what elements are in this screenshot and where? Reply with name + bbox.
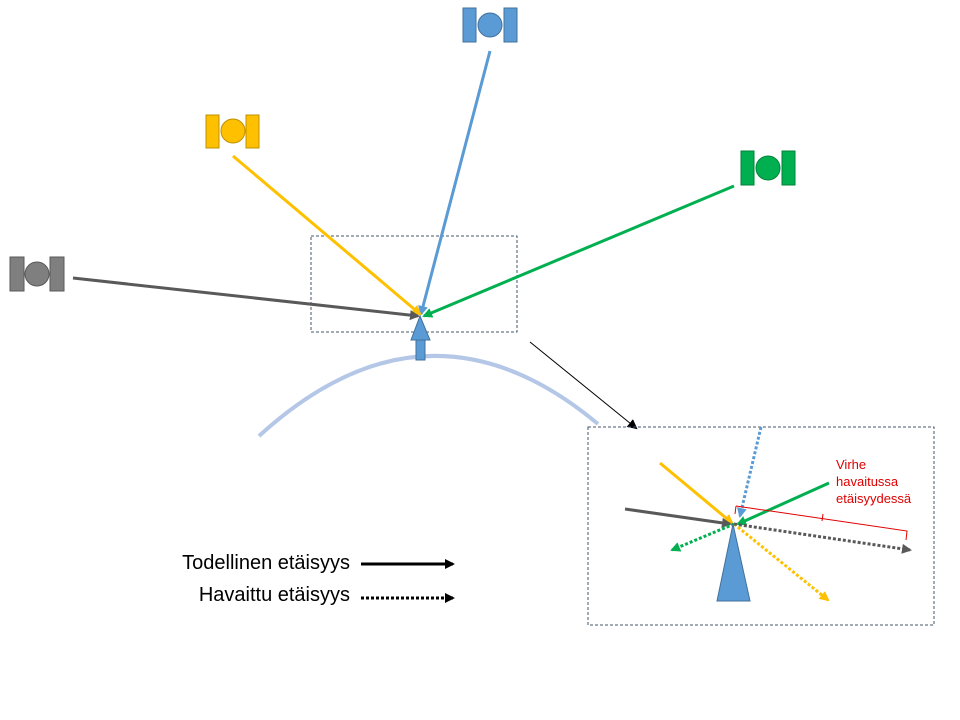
error-label-line-2: havaitussa xyxy=(836,474,899,489)
receiver-icon xyxy=(716,523,751,602)
signal-line-blue xyxy=(418,50,492,316)
inset-detail xyxy=(587,426,935,626)
satellite-icon xyxy=(205,114,260,149)
error-bracket xyxy=(734,505,908,541)
inset-true-yellow xyxy=(659,461,734,525)
error-bracket-tick xyxy=(821,513,824,522)
zoom-region-box xyxy=(310,235,518,333)
earth-surface-arc xyxy=(257,353,600,438)
zoom-pointer-arrow xyxy=(529,341,638,430)
inset-observed-blue xyxy=(736,426,763,518)
error-label-line-3: etäisyydessä xyxy=(836,491,912,506)
satellite-icon xyxy=(462,7,518,43)
inset-true-green xyxy=(736,481,830,526)
signal-line-yellow xyxy=(232,154,422,316)
satellite-icon xyxy=(740,150,796,186)
signal-line-gray xyxy=(72,276,420,321)
inset-observed-green xyxy=(670,522,735,552)
satellite-icon xyxy=(9,256,65,292)
inset-true-gray xyxy=(624,507,732,528)
legend-true-distance-label: Todellinen etäisyys xyxy=(182,552,350,574)
error-label: Virhe havaitussa etäisyydessä xyxy=(836,456,911,507)
legend-observed-distance-label: Havaittu etäisyys xyxy=(198,584,350,606)
receiver-icon xyxy=(410,314,431,361)
signal-line-green xyxy=(422,184,735,318)
inset-observed-yellow xyxy=(733,522,830,602)
error-label-line-1: Virhe xyxy=(836,457,867,472)
